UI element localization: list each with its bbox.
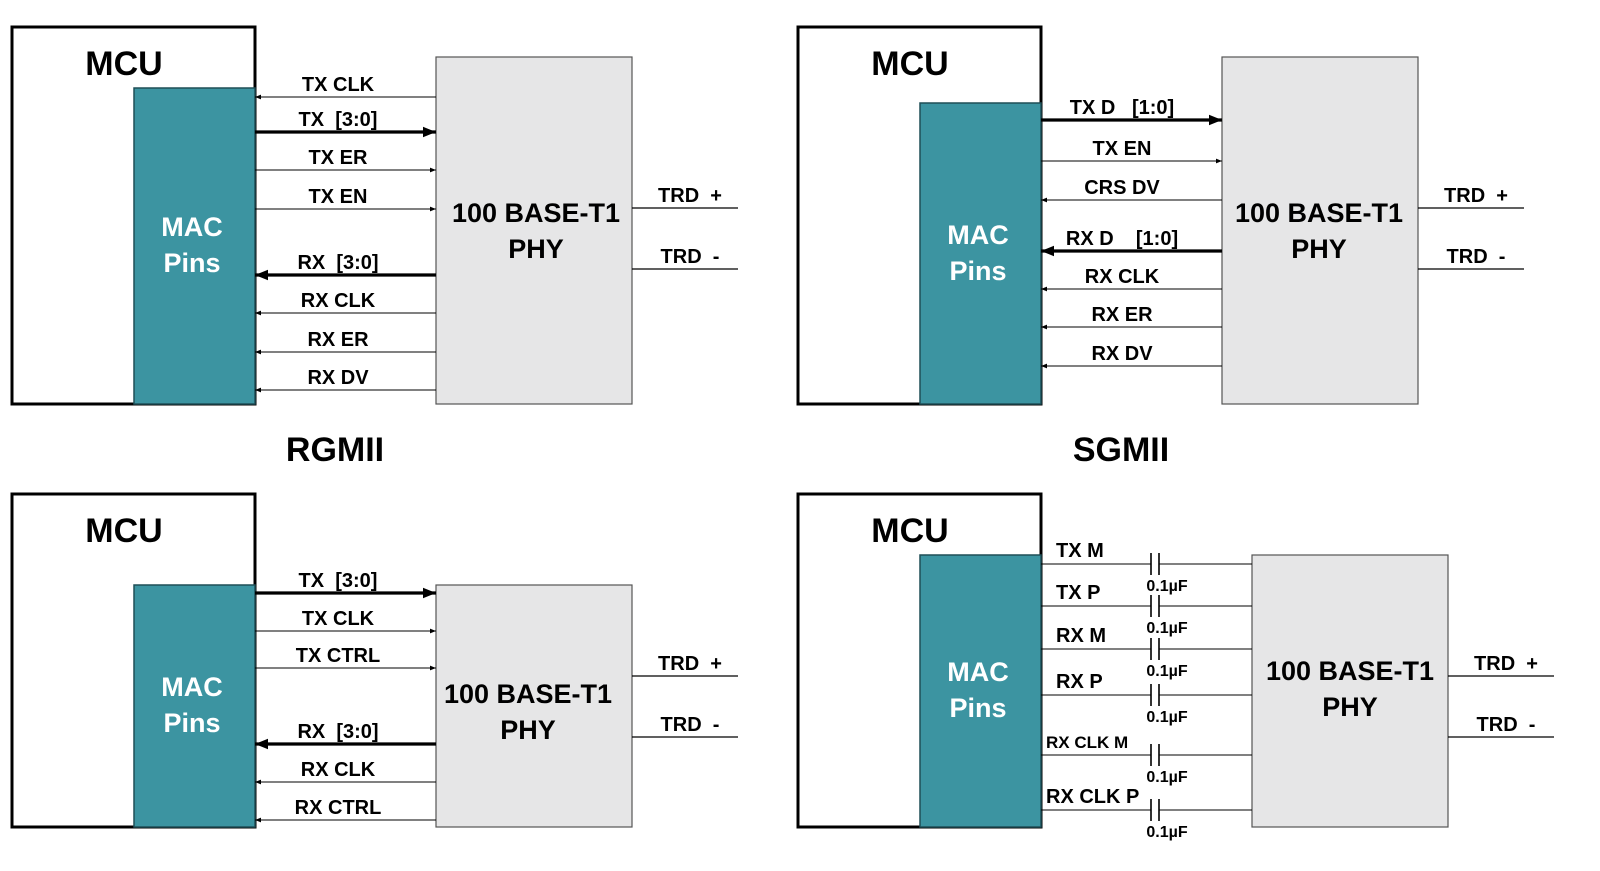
phy-label: PHY [1322, 692, 1378, 722]
signal-label: RX DV [307, 367, 369, 389]
capacitor-label: 0.1µF [1146, 769, 1187, 786]
phy-name-label: 100 BASE-T1 [452, 198, 620, 228]
phy-name-label: 100 BASE-T1 [444, 679, 612, 709]
signal-label: TX [3:0] [299, 109, 378, 131]
phy-box [1251, 554, 1449, 828]
mcu-label: MCU [85, 512, 162, 550]
signal-label: RX [3:0] [297, 721, 378, 743]
signal-label: RX CLK [1085, 266, 1160, 288]
signal-label: TX D [1:0] [1070, 97, 1174, 119]
panel-title: RGMII [286, 431, 384, 469]
signal-label: TX CLK [302, 608, 375, 630]
signal-label: TX CTRL [296, 645, 380, 667]
signal-label: TX EN [309, 186, 368, 208]
trd-minus-label: TRD - [1447, 246, 1506, 268]
phy-label: PHY [508, 234, 564, 264]
signal-label: RX P [1056, 671, 1103, 693]
phy-box [435, 584, 633, 828]
signal-label: RX D [1:0] [1066, 228, 1178, 250]
signal-label: RX CTRL [295, 797, 382, 819]
signal-label: RX CLK [301, 290, 376, 312]
trd-plus-label: TRD + [1444, 185, 1508, 207]
signal-label: CRS DV [1084, 177, 1160, 199]
pins-label: Pins [163, 708, 220, 738]
capacitor-label: 0.1µF [1146, 663, 1187, 680]
capacitor-label: 0.1µF [1146, 824, 1187, 841]
panel-title: SGMII [1073, 431, 1169, 469]
signal-label: TX ER [309, 147, 368, 169]
signal-label: RX DV [1091, 343, 1153, 365]
trd-minus-label: TRD - [661, 246, 720, 268]
mac-pins-box [919, 102, 1042, 405]
phy-box [1221, 56, 1419, 405]
signal-label: TX P [1056, 582, 1100, 604]
capacitor-label: 0.1µF [1146, 620, 1187, 637]
mac-pins-box [133, 584, 256, 828]
mcu-label: MCU [871, 45, 948, 83]
phy-name-label: 100 BASE-T1 [1266, 656, 1434, 686]
phy-box [435, 56, 633, 405]
signal-label: RX CLK M [1046, 733, 1128, 752]
signal-label: RX ER [307, 329, 369, 351]
pins-label: Pins [949, 693, 1006, 723]
mac-label: MAC [161, 672, 223, 702]
capacitor-label: 0.1µF [1146, 709, 1187, 726]
signal-label: TX [3:0] [299, 570, 378, 592]
mcu-label: MCU [871, 512, 948, 550]
trd-minus-label: TRD - [1477, 714, 1536, 736]
phy-label: PHY [1291, 234, 1347, 264]
signal-label: TX M [1056, 540, 1104, 562]
mac-pins-box [133, 87, 256, 405]
pins-label: Pins [163, 248, 220, 278]
mac-pins-box [919, 554, 1042, 828]
signal-label: TX EN [1093, 138, 1152, 160]
phy-name-label: 100 BASE-T1 [1235, 198, 1403, 228]
signal-label: TX CLK [302, 74, 375, 96]
trd-plus-label: TRD + [658, 653, 722, 675]
signal-label: RX CLK [301, 759, 376, 781]
trd-plus-label: TRD + [1474, 653, 1538, 675]
signal-label: RX ER [1091, 304, 1153, 326]
mac-label: MAC [161, 212, 223, 242]
signal-label: RX M [1056, 625, 1106, 647]
mac-label: MAC [947, 220, 1009, 250]
capacitor-label: 0.1µF [1146, 578, 1187, 595]
signal-label: RX [3:0] [297, 252, 378, 274]
mcu-label: MCU [85, 45, 162, 83]
trd-minus-label: TRD - [661, 714, 720, 736]
pins-label: Pins [949, 256, 1006, 286]
mac-label: MAC [947, 657, 1009, 687]
trd-plus-label: TRD + [658, 185, 722, 207]
phy-label: PHY [500, 715, 556, 745]
signal-label: RX CLK P [1046, 786, 1139, 808]
